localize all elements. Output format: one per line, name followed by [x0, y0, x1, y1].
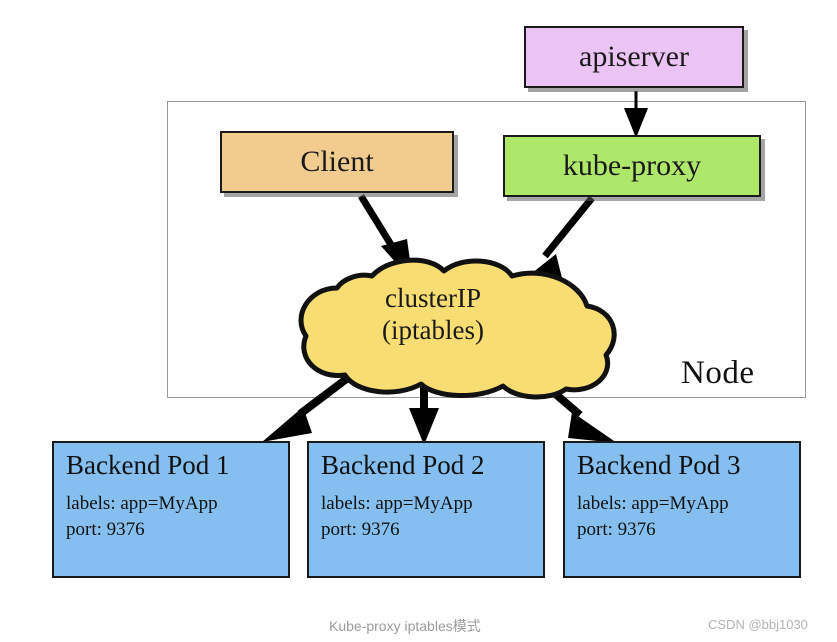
client-label: Client	[300, 145, 374, 178]
kube-proxy-label: kube-proxy	[562, 149, 702, 182]
diagram-caption: Kube-proxy iptables模式	[329, 618, 481, 634]
backend-pod-2-title: Backend Pod 2	[321, 450, 485, 480]
client-box[interactable]: Client	[220, 131, 454, 193]
node-container	[167, 101, 806, 398]
backend-pod-2-box[interactable]: Backend Pod 2 labels: app=MyApp port: 93…	[307, 441, 545, 578]
apiserver-label: apiserver	[579, 40, 689, 73]
kube-proxy-box[interactable]: kube-proxy	[503, 135, 761, 197]
apiserver-box[interactable]: apiserver	[524, 26, 744, 88]
backend-pod-2-port: port: 9376	[321, 518, 400, 540]
node-container-label: Node	[681, 355, 755, 391]
backend-pod-3-labels: labels: app=MyApp	[577, 493, 729, 515]
backend-pod-1-port: port: 9376	[66, 518, 145, 540]
backend-pod-2-labels: labels: app=MyApp	[321, 493, 473, 515]
cloud-path	[298, 257, 617, 400]
backend-pod-3-port: port: 9376	[577, 518, 656, 540]
backend-pod-3-box[interactable]: Backend Pod 3 labels: app=MyApp port: 93…	[563, 441, 801, 578]
backend-pod-1-title: Backend Pod 1	[66, 450, 230, 480]
backend-pod-1-labels: labels: app=MyApp	[66, 493, 218, 515]
backend-pod-3-title: Backend Pod 3	[577, 450, 741, 480]
arrow-apiserver-to-kube-proxy	[624, 91, 648, 138]
backend-pod-1-box[interactable]: Backend Pod 1 labels: app=MyApp port: 93…	[52, 441, 290, 578]
csdn-watermark: CSDN @bbj1030	[708, 617, 808, 632]
